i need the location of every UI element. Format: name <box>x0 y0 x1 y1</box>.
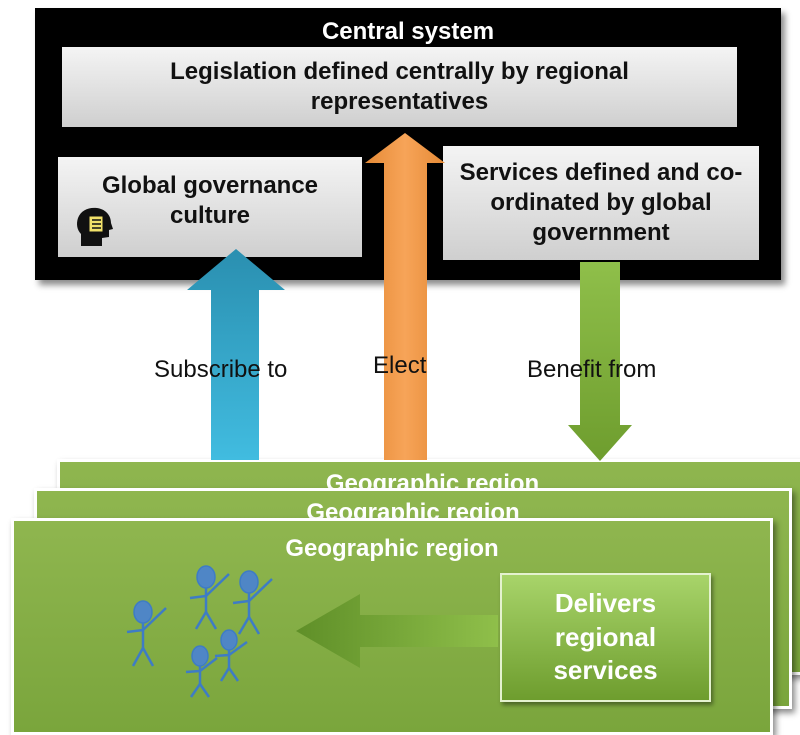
culture-text: Global governance culture <box>101 172 319 229</box>
services-box: Services defined and co-ordinated by glo… <box>443 146 759 260</box>
stick-figure-icon <box>214 629 248 682</box>
legislation-text: Legislation defined centrally by regiona… <box>170 58 629 115</box>
central-system-title: Central system <box>321 18 495 45</box>
elect-caption: Elect <box>373 352 427 379</box>
services-text: Services defined and co-ordinated by glo… <box>459 159 743 246</box>
stick-figure-icon <box>232 570 273 635</box>
legislation-box: Legislation defined centrally by regiona… <box>62 47 737 127</box>
delivers-text: Delivers regional services <box>553 587 658 686</box>
culture-box: Global governance culture <box>58 157 362 257</box>
subscribe-caption: Subscribe to <box>154 356 288 383</box>
stick-figure-icon <box>126 600 167 667</box>
stick-figure-icon <box>189 565 230 630</box>
benefit-caption: Benefit from <box>527 356 657 383</box>
region-title-front: Geographic region <box>285 535 499 562</box>
head-document-icon <box>77 207 113 246</box>
stick-figure-icon <box>185 645 218 698</box>
delivers-box: Delivers regional services <box>500 573 711 702</box>
